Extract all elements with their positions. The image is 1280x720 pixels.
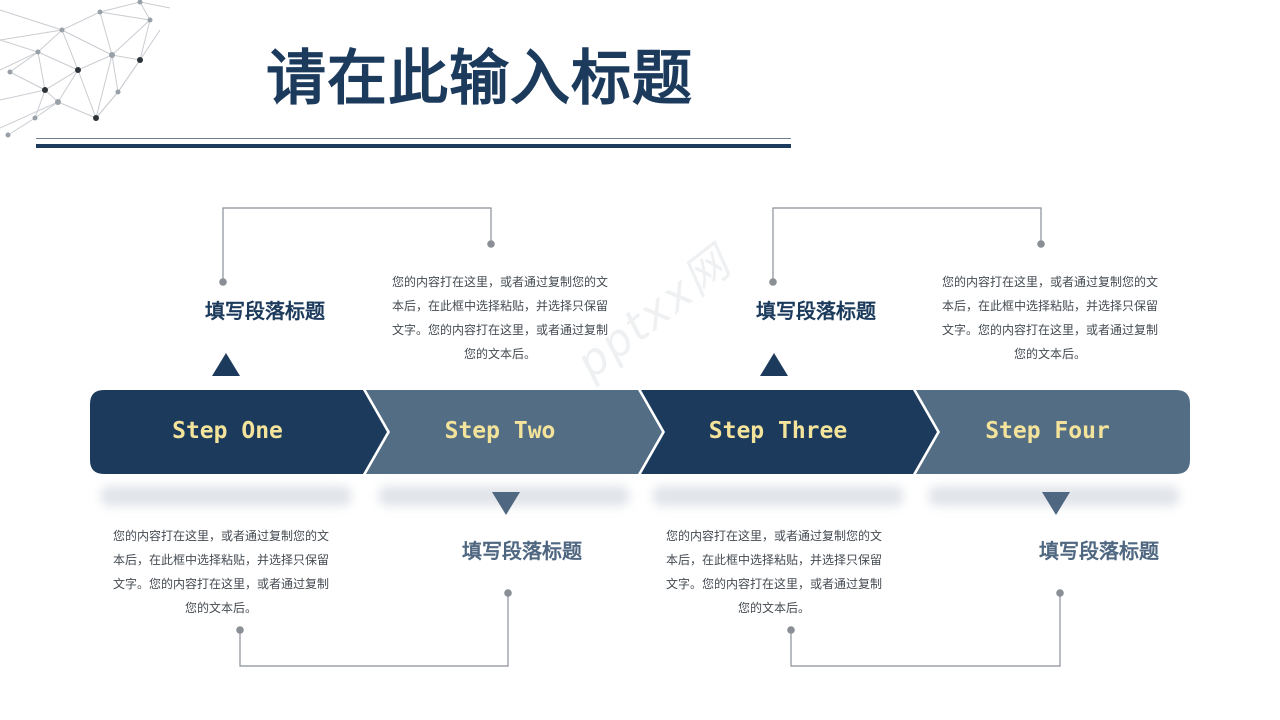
connector-dot — [769, 278, 777, 286]
slide-title: 请在此输入标题 — [266, 44, 693, 114]
step-four-description: 您的内容打在这里，或者通过复制您的文本后，在此框中选择粘贴，并选择只保留文字。您… — [941, 275, 1158, 361]
step-two-shape — [366, 390, 662, 474]
step-two-description: 您的内容打在这里，或者通过复制您的文本后，在此框中选择粘贴，并选择只保留文字。您… — [391, 275, 608, 361]
step-one-shape — [90, 390, 387, 474]
triangle-down-icon — [492, 492, 520, 515]
triangle-down-icon — [1042, 492, 1070, 515]
step-one-description: 您的内容打在这里，或者通过复制您的文本后，在此框中选择粘贴，并选择只保留文字。您… — [112, 529, 329, 615]
step-three-shape — [641, 390, 937, 474]
triangle-up-icon — [212, 353, 240, 376]
connector-dot — [487, 240, 495, 248]
step-three-label: Step Three — [708, 418, 848, 444]
polygon-mesh-decoration — [0, 0, 171, 138]
connector-dot — [236, 626, 244, 634]
connector-dot — [1037, 240, 1045, 248]
connector-top-1 — [222, 207, 492, 282]
step-two-label: Step Two — [444, 418, 556, 444]
step-one-label: Step One — [172, 418, 283, 444]
step-three-heading: 填写段落标题 — [756, 299, 876, 323]
connector-bottom-1 — [239, 593, 509, 667]
step-one-heading: 填写段落标题 — [205, 299, 325, 323]
connector-top-2 — [772, 207, 1042, 282]
step-four-label: Step Four — [985, 418, 1110, 444]
connector-dot — [1056, 589, 1064, 597]
step-four-shape — [916, 390, 1190, 474]
connector-dot — [787, 626, 795, 634]
step-shadow — [100, 486, 352, 506]
step-three-description: 您的内容打在这里，或者通过复制您的文本后，在此框中选择粘贴，并选择只保留文字。您… — [665, 529, 882, 615]
step-shadow — [652, 486, 904, 506]
triangle-up-icon — [760, 353, 788, 376]
step-two-heading: 填写段落标题 — [462, 539, 582, 563]
connector-bottom-2 — [790, 593, 1061, 667]
title-rule-thin — [36, 138, 791, 139]
connector-dot — [219, 278, 227, 286]
step-four-heading: 填写段落标题 — [1039, 539, 1159, 563]
connector-dot — [504, 589, 512, 597]
title-rule-thick — [36, 144, 791, 148]
